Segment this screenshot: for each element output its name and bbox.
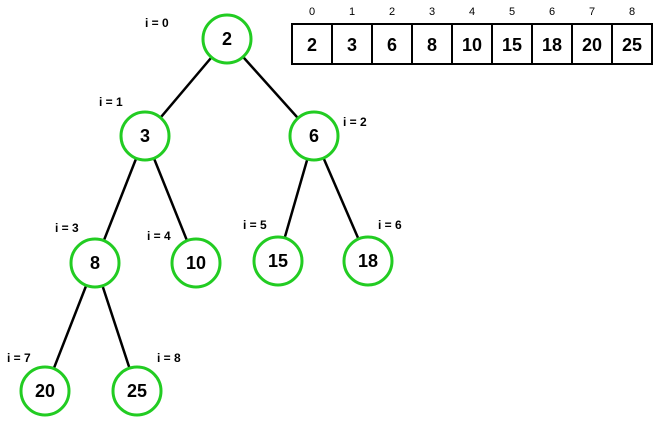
array-cell-box [451,23,493,65]
array-value: 6 [387,35,397,55]
array-index-label: 6 [549,6,555,18]
heap-node-5: 15 i = 5 [243,218,304,287]
node-circle [19,365,71,417]
array-cell-box [531,23,573,65]
node-circle [342,235,394,287]
node-value: 2 [222,29,232,49]
node-circle [288,110,340,162]
heap-node-6: 18 i = 6 [342,218,402,287]
node-circle [170,237,222,289]
node-value: 3 [140,126,150,146]
node-index-label: i = 7 [7,351,31,365]
array-value: 2 [307,35,317,55]
tree-nodes: 2 i = 0 3 i = 1 6 i = 2 8 i = 3 10 i = 4 15 i = 5 18… [7,13,402,417]
array-index-label: 2 [389,6,395,18]
node-value: 10 [186,253,206,273]
node-circle [201,13,253,65]
array-value: 18 [542,35,562,55]
heap-node-2: 6 i = 2 [288,110,367,162]
node-value: 15 [268,251,288,271]
node-value: 6 [309,126,319,146]
array-cell-6: 6 18 [531,6,573,65]
node-index-label: i = 6 [378,218,402,232]
node-circle [119,110,171,162]
array-cell-box [411,23,453,65]
array-cell-box [291,23,333,65]
tree-edges [43,38,370,392]
array-value: 8 [427,35,437,55]
node-index-label: i = 2 [343,115,367,129]
heap-node-0: 2 i = 0 [145,13,253,65]
array-cell-4: 4 10 [451,6,493,65]
heap-node-7: 20 i = 7 [7,351,71,417]
array-index-label: 5 [509,6,515,18]
array-cell-box [491,23,533,65]
array-index-label: 0 [309,6,315,18]
array-value: 15 [502,35,522,55]
array-cell-8: 8 25 [611,6,653,65]
array-value: 25 [622,35,642,55]
node-index-label: i = 0 [145,16,169,30]
node-index-label: i = 3 [55,221,79,235]
node-circle [252,235,304,287]
node-value: 20 [35,381,55,401]
heap-node-4: 10 i = 4 [147,229,222,289]
array-cell-box [331,23,373,65]
array-value: 3 [347,35,357,55]
node-circle [69,237,121,289]
node-index-label: i = 5 [243,218,267,232]
node-index-label: i = 1 [99,95,123,109]
array-value: 10 [462,35,482,55]
array-cell-1: 13 [331,6,373,65]
array-cell-2: 26 [371,6,413,65]
heap-node-8: 25 i = 8 [111,351,181,417]
array-index-label: 7 [589,6,595,18]
array-index-label: 4 [469,6,475,18]
heap-node-1: 3 i = 1 [99,95,171,162]
array-index-label: 1 [349,6,355,18]
array-index-label: 3 [429,6,435,18]
node-index-label: i = 8 [157,351,181,365]
array-cell-5: 5 15 [491,6,533,65]
array-cell-box [611,23,653,65]
array-index-label: 8 [629,6,635,18]
heap-node-3: 8 i = 3 [55,221,121,289]
node-value: 8 [90,253,100,273]
node-value: 18 [358,251,378,271]
array-cell-0: 02 [291,6,333,65]
array-cell-7: 7 20 [571,6,613,65]
node-index-label: i = 4 [147,229,171,243]
node-circle [111,365,163,417]
array-value: 20 [582,35,602,55]
array-cell-3: 38 [411,6,453,65]
node-value: 25 [127,381,147,401]
